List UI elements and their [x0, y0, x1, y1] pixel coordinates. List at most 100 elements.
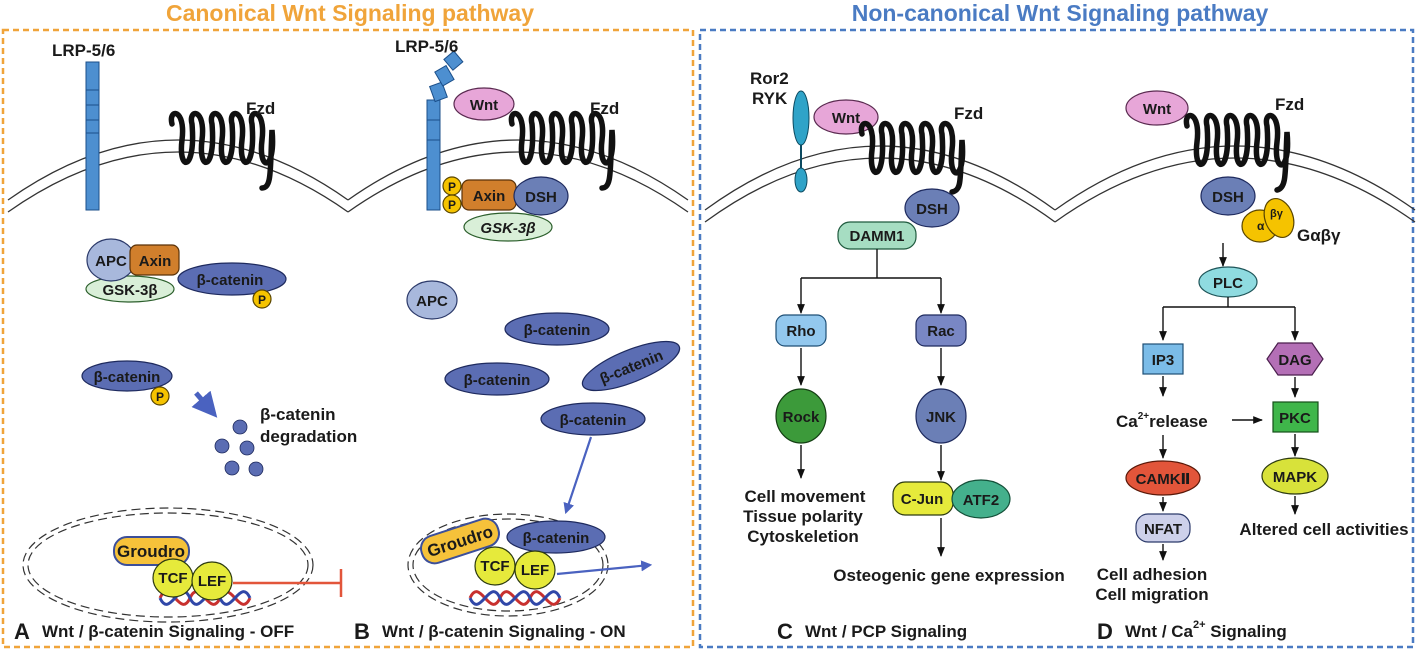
apc-b-label: APC	[416, 293, 448, 310]
panel-c: Ror2 RYK Wnt Fzd DSH DAMM1 Rho Rac Rock …	[704, 69, 1065, 644]
rock	[775, 388, 827, 444]
degradation-dots	[214, 419, 264, 477]
axin	[129, 244, 180, 276]
c-outcome-2: Tissue polarity	[743, 507, 863, 526]
gsk3b-b-label: GSK-3β	[480, 220, 535, 237]
dsh-d	[1200, 176, 1256, 216]
jnk	[915, 388, 967, 444]
gsk3b	[85, 275, 175, 303]
beta-catenin-b3	[581, 340, 681, 392]
fzd-receptor-d	[1183, 112, 1291, 193]
panel-a-caption: Wnt / β-catenin Signaling - OFF	[42, 622, 294, 641]
canonical-border	[1, 28, 695, 649]
transcription-arrow	[556, 560, 653, 576]
lef-b-label: LEF	[521, 562, 549, 579]
wnt-d-label: Wnt	[1143, 101, 1171, 118]
camk	[1125, 460, 1201, 496]
ryk-label: RYK	[752, 89, 788, 108]
apc-label: APC	[95, 253, 127, 270]
fzd-receptor-b	[508, 110, 616, 191]
dag-label: DAG	[1278, 352, 1311, 369]
dna-b-strand2	[468, 590, 562, 606]
panel-c-caption: Wnt / PCP Signaling	[805, 622, 967, 641]
degradation-label-1: β-catenin	[260, 405, 336, 424]
panel-b-letter: B	[354, 619, 370, 644]
canonical-header: Canonical Wnt Signaling pathway	[166, 0, 534, 26]
c-outcome-3: Cytoskeletion	[747, 527, 858, 546]
beta-catenin-nuclear	[506, 520, 606, 554]
lef-b	[514, 550, 556, 590]
nucleus-a	[22, 507, 314, 623]
degradation-label-2: degradation	[260, 427, 357, 446]
d-outcome-2: Cell migration	[1095, 585, 1208, 604]
beta-catenin-nuclear-label: β-catenin	[523, 530, 590, 547]
panel-b: LRP-5/6 Wnt Fzd P P GSK-3β Axin DSH APC …	[347, 37, 689, 644]
camk-label: CAMKⅡ	[1136, 471, 1191, 488]
beta-catenin-b1	[504, 312, 610, 346]
rock-label: Rock	[783, 409, 820, 426]
panel-a-letter: A	[14, 619, 30, 644]
lrp-receptor	[85, 61, 100, 211]
noncanonical-header: Non-canonical Wnt Signaling pathway	[852, 0, 1269, 26]
rho	[775, 314, 827, 347]
wnt-c-label: Wnt	[832, 110, 860, 127]
groudro-a-label: Groudro	[117, 542, 185, 561]
panel-d: Wnt Fzd DSH α βγ Gαβγ PLC IP3 DAG Ca2+re…	[1054, 90, 1416, 644]
fzd-receptor-c	[858, 120, 966, 195]
dsh-d-label: DSH	[1212, 189, 1244, 206]
rac-label: Rac	[927, 323, 955, 340]
ip3-label: IP3	[1152, 352, 1175, 369]
lrp-label: LRP-5/6	[52, 41, 115, 60]
dag	[1266, 342, 1324, 376]
panel-d-letter: D	[1097, 619, 1113, 644]
jnk-label: JNK	[926, 409, 956, 426]
beta-catenin-b2-label: β-catenin	[464, 372, 531, 389]
nucleus-b	[407, 513, 609, 617]
lef-a-label: LEF	[198, 573, 226, 590]
mapk	[1261, 457, 1329, 495]
phosphate-b2-label: P	[448, 198, 456, 212]
nfat-label: NFAT	[1144, 521, 1182, 538]
mapk-label: MAPK	[1273, 469, 1317, 486]
c-outcome-osteogenic: Osteogenic gene expression	[833, 566, 1064, 585]
beta-catenin-b4-label: β-catenin	[560, 412, 627, 429]
cjun-label: C-Jun	[901, 491, 944, 508]
d-outcome-1: Cell adhesion	[1097, 565, 1208, 584]
groudro-a	[113, 536, 190, 566]
beta-catenin-free-label: β-catenin	[94, 369, 161, 386]
damm1-label: DAMM1	[850, 228, 905, 245]
ca-release-label: Ca2+release	[1116, 411, 1208, 431]
panel-c-letter: C	[777, 619, 793, 644]
nfat	[1135, 513, 1191, 543]
panel-a: LRP-5/6 Fzd GSK-3β APC Axin β-catenin P …	[7, 41, 357, 644]
axin-label: Axin	[139, 253, 172, 270]
apc-b	[406, 280, 458, 320]
beta-catenin-free	[81, 360, 173, 392]
betagamma-label: βγ	[1270, 208, 1284, 220]
pkc	[1272, 401, 1319, 433]
phosphate-b2	[442, 194, 462, 214]
tcf-b-label: TCF	[480, 558, 509, 575]
dsh-c	[904, 188, 960, 228]
wnt-d	[1125, 90, 1189, 126]
fzd-label-d: Fzd	[1275, 95, 1304, 114]
pkc-label: PKC	[1279, 410, 1311, 427]
lrp-label-b: LRP-5/6	[395, 37, 458, 56]
gsk3b-b	[463, 212, 553, 242]
rac	[915, 314, 967, 347]
wnt-b	[453, 87, 515, 121]
panel-b-caption: Wnt / β-catenin Signaling - ON	[382, 622, 626, 641]
fzd-label-b: Fzd	[590, 99, 619, 118]
g-protein	[1241, 198, 1295, 243]
plc-label: PLC	[1213, 275, 1243, 292]
panel-d-caption: Wnt / Ca2+ Signaling	[1125, 619, 1287, 641]
ror2-label: Ror2	[750, 69, 789, 88]
wnt-b-label: Wnt	[470, 97, 498, 114]
phosphate-b1-label: P	[448, 180, 456, 194]
groudro-b	[420, 517, 500, 565]
dsh-c-label: DSH	[916, 201, 948, 218]
lrp-receptor-b	[426, 50, 464, 211]
c-outcome-1: Cell movement	[745, 487, 866, 506]
degradation-arrow	[191, 390, 218, 418]
